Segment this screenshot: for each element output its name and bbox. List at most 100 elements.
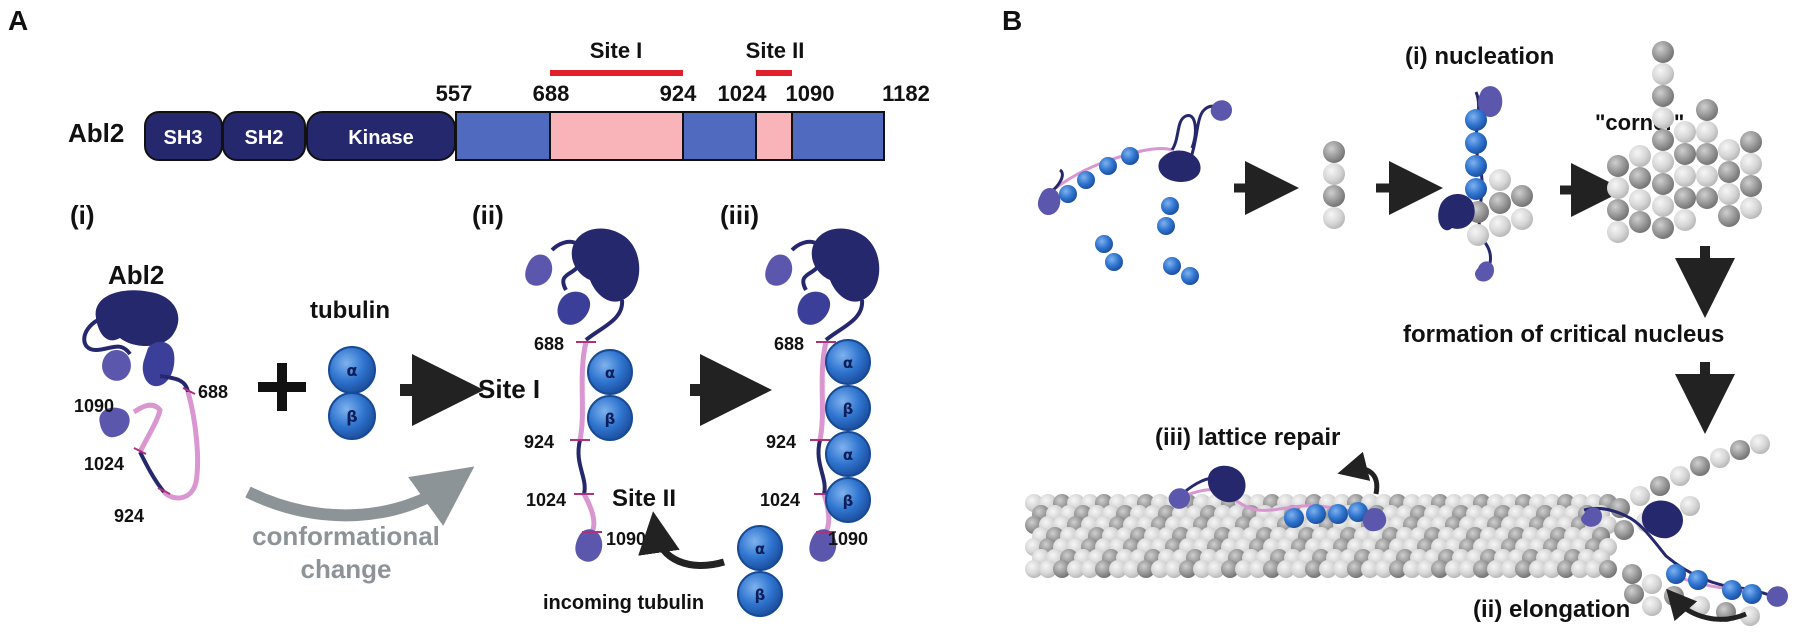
corner-subunit [1740, 153, 1762, 175]
n-linker-ii [550, 240, 584, 291]
step-iii-residue-1024: 1024 [760, 490, 800, 510]
nuc-blue-4 [1465, 178, 1487, 200]
corner-subunit [1652, 85, 1674, 107]
lattice-subunit [1375, 560, 1393, 578]
kinase-blob-ii [571, 228, 640, 302]
corner-subunit [1652, 63, 1674, 85]
repair-tub-1 [1284, 508, 1304, 528]
position-557: 557 [436, 81, 473, 106]
incoming-alpha-label: α [755, 540, 765, 558]
lattice-subunit [1193, 560, 1211, 578]
n-linker-iii [790, 240, 824, 291]
abl2-with-tubulins [1037, 100, 1232, 285]
lattice-subunit [1165, 560, 1183, 578]
domain-map-protein-label: Abl2 [68, 118, 124, 148]
lattice-subunit [1487, 560, 1505, 578]
corner-subunit [1607, 199, 1629, 221]
nuc-gray-5 [1511, 208, 1533, 230]
kinase-blob-iii [811, 228, 880, 302]
lattice-subunit [1179, 560, 1197, 578]
stack-alpha-2-label: α [843, 446, 853, 464]
step-iii-residue-924: 924 [766, 432, 796, 452]
stack-alpha-1-label: α [843, 354, 853, 372]
lattice-subunit [1053, 560, 1071, 578]
lattice-subunit [1473, 560, 1491, 578]
corner-subunit [1718, 139, 1740, 161]
site1-bar-label: Site I [590, 38, 643, 63]
elong-tub-1 [1666, 564, 1686, 584]
tub-b2 [1077, 171, 1095, 189]
tub-free-6 [1181, 267, 1199, 285]
lattice-subunit [1109, 560, 1127, 578]
elongation-curved-arrow [1666, 588, 1747, 622]
beta-subunit [328, 392, 376, 440]
sh3-label: SH3 [164, 127, 203, 149]
step-i-residue-1090: 1090 [74, 396, 114, 416]
splayed-subunit [1730, 440, 1750, 460]
abl2-domain-map: Abl2 SH3 SH2 Kinase 557 688 924 1024 109… [68, 38, 930, 161]
blue-924-1024-ii [576, 439, 587, 495]
repair-small-blob [1168, 488, 1190, 509]
corner-subunit [1674, 209, 1696, 231]
repair-tub-3 [1328, 504, 1348, 524]
nuc-blue-2 [1465, 132, 1487, 154]
corner-subunit [1718, 161, 1740, 183]
segment-1024-1090 [755, 111, 793, 161]
step-ii-site2: Site II [612, 485, 676, 512]
nuc-gray-4 [1511, 185, 1533, 207]
splayed-subunit [1630, 486, 1650, 506]
chain-right [1170, 114, 1197, 151]
splayed-subunit [1710, 448, 1730, 468]
lattice-subunit [1207, 560, 1225, 578]
nuc-blue-3 [1465, 155, 1487, 177]
corner-subunit [1652, 129, 1674, 151]
step-iii-label: (iii) [720, 200, 759, 230]
lattice-subunit [1403, 560, 1421, 578]
incoming-alpha [737, 525, 783, 571]
c-term-blob-ii [575, 529, 603, 562]
corner-subunit [1629, 167, 1651, 189]
nucleation-label: (i) nucleation [1405, 43, 1554, 70]
nuc-gray-3 [1489, 215, 1511, 237]
elong-tub-4 [1742, 584, 1762, 604]
corner-subunit [1718, 183, 1740, 205]
nuc-bottom-blob [1475, 261, 1494, 282]
site2-bar-label: Site II [746, 38, 805, 63]
corner-subunit [1629, 145, 1651, 167]
lattice-subunit [1571, 560, 1589, 578]
corner-subunit [1652, 173, 1674, 195]
lattice-subunit [1067, 560, 1085, 578]
bound-alpha-label-ii: α [605, 364, 615, 382]
corner-subunit [1696, 99, 1718, 121]
corner-subunit [1652, 195, 1674, 217]
step-iii-residue-1090: 1090 [828, 529, 868, 549]
elong-tub-2 [1688, 570, 1708, 590]
nuc-blue-1 [1465, 109, 1487, 131]
bound-beta-ii [587, 395, 633, 441]
splayed-subunit [1680, 496, 1700, 516]
step-i-residue-924: 924 [114, 506, 144, 526]
segment-688-924 [549, 111, 684, 161]
pink-site1-loop [162, 391, 201, 501]
panel-a-letter: A [8, 5, 28, 36]
repair-tub-2 [1306, 504, 1326, 524]
lattice-subunit [1585, 560, 1603, 578]
conformational-label-line2: change [300, 554, 391, 584]
stack-alpha-1 [825, 339, 871, 385]
kinase-blob [95, 290, 179, 346]
corner-dots [1607, 41, 1762, 243]
site1-bar [550, 70, 683, 76]
nuc-gray-2 [1489, 192, 1511, 214]
site2-bar [756, 70, 792, 76]
stack-beta-1-label: β [843, 400, 854, 418]
segment-924-1024 [682, 111, 757, 161]
beta-label: β [346, 407, 357, 426]
blue-924-1024-iii [816, 439, 827, 495]
incoming-beta-label: β [755, 586, 766, 604]
position-1182: 1182 [882, 81, 930, 106]
step-ii-site1: Site I [478, 374, 540, 404]
kinase-blob-b [1158, 150, 1201, 183]
position-1090: 1090 [786, 81, 835, 106]
lattice-subunit [1039, 560, 1057, 578]
